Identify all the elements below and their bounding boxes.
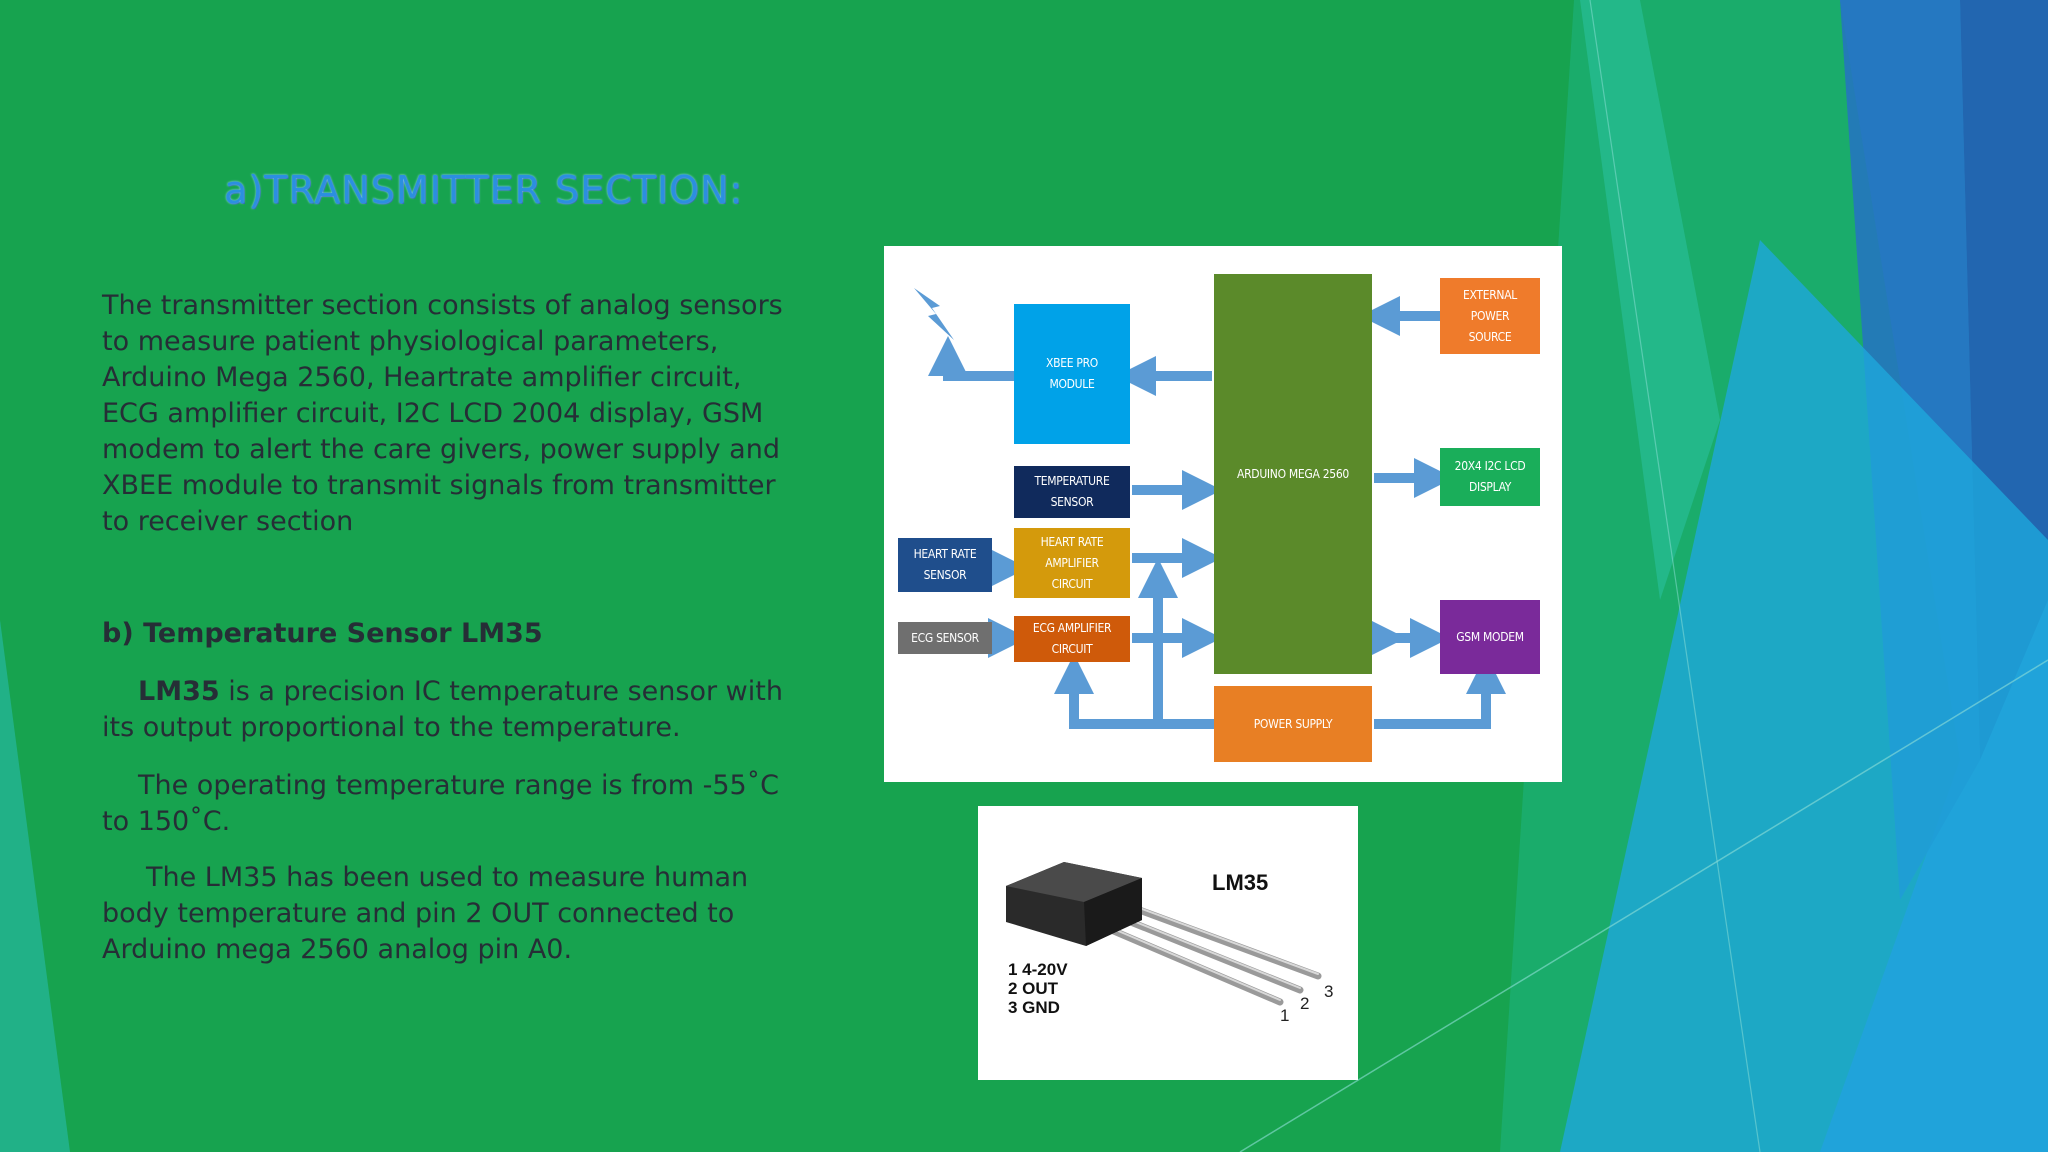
subheading: b) Temperature Sensor LM35: [102, 618, 543, 649]
lm35-image: LM35 1 4-20V 2 OUT 3 GND 1 2 3: [978, 806, 1358, 1080]
gsm-modem-block: GSM MODEM: [1440, 600, 1540, 674]
temperature-range-paragraph: The operating temperature range is from …: [102, 768, 792, 840]
heart-rate-sensor-block: HEART RATE SENSOR: [898, 538, 992, 592]
usage-paragraph: The LM35 has been used to measure human …: [102, 860, 792, 968]
lm35-description: LM35 is a precision IC temperature senso…: [102, 674, 792, 746]
lead-number-3: 3: [1324, 982, 1334, 1001]
usage-text: The LM35 has been used to measure human …: [102, 862, 749, 965]
antenna-lightning-icon: [914, 288, 954, 340]
arduino-mega-block: ARDUINO MEGA 2560: [1214, 274, 1372, 674]
ecg-sensor-block: ECG SENSOR: [898, 622, 992, 654]
lm35-bold-label: LM35: [138, 676, 220, 707]
slide-title: a)TRANSMITTER SECTION:: [224, 168, 744, 212]
block-diagram: XBEE PRO MODULE TEMPERATURE SENSOR HEART…: [884, 246, 1562, 782]
diagram-arrows: [914, 288, 1506, 729]
heart-rate-amplifier-block: HEART RATE AMPLIFIER CIRCUIT: [1014, 528, 1130, 598]
lcd-display-block: 20X4 I2C LCD DISPLAY: [1440, 448, 1540, 506]
pin2-label: 2 OUT: [1008, 979, 1059, 998]
pin1-label: 1 4-20V: [1008, 960, 1068, 979]
ecg-amplifier-block: ECG AMPLIFIER CIRCUIT: [1014, 616, 1130, 662]
temperature-range-text: The operating temperature range is from …: [102, 770, 780, 837]
external-power-source-block: EXTERNAL POWER SOURCE: [1440, 278, 1540, 354]
lm35-description-rest: is a precision IC temperature sensor wit…: [102, 676, 783, 743]
lead-number-2: 2: [1300, 994, 1310, 1013]
temperature-sensor-block: TEMPERATURE SENSOR: [1014, 466, 1130, 518]
intro-paragraph: The transmitter section consists of anal…: [102, 290, 783, 537]
power-supply-block: POWER SUPPLY: [1214, 686, 1372, 762]
lm35-label: LM35: [1212, 870, 1269, 895]
lead-number-1: 1: [1280, 1006, 1290, 1025]
lm35-package-drawing: [1006, 862, 1322, 1006]
pin3-label: 3 GND: [1008, 998, 1060, 1017]
xbee-pro-module-block: XBEE PRO MODULE: [1014, 304, 1130, 444]
